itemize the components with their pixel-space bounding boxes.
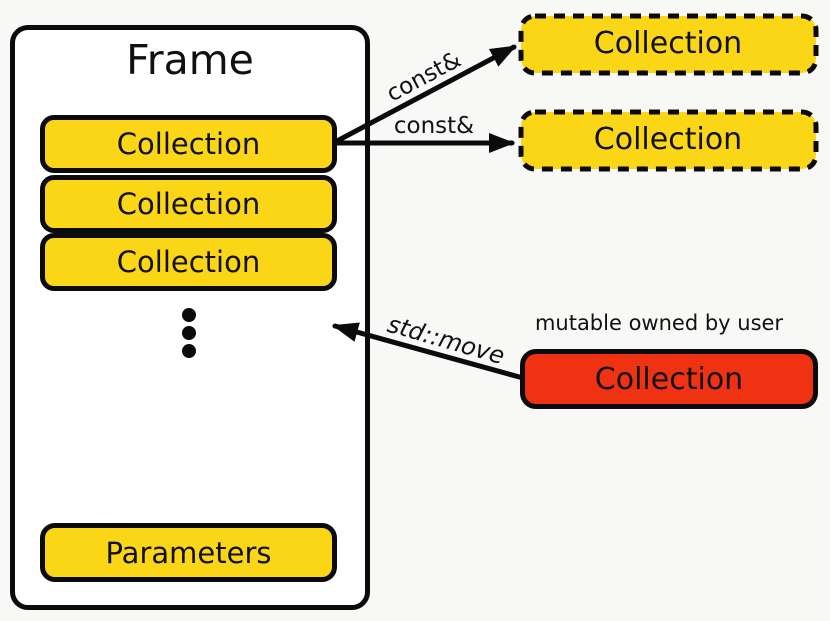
collection-label: Collection — [116, 187, 261, 221]
collection-label: Collection — [594, 361, 744, 397]
mutable-caption: mutable owned by user — [534, 311, 784, 335]
frame-collection-box: Collection — [40, 233, 337, 291]
frame-title: Frame — [126, 36, 254, 84]
const-ref-label-2: const& — [393, 113, 475, 139]
frame-collection-box: Collection — [40, 175, 337, 233]
user-collection-box: Collection — [520, 349, 818, 409]
collection-label: Collection — [116, 245, 261, 279]
parameters-box: Parameters — [40, 523, 337, 582]
parameters-label: Parameters — [105, 535, 272, 570]
frame-collection-box: Collection — [40, 115, 337, 173]
borrowed-collection-label: Collection — [593, 25, 743, 61]
borrowed-collection-label: Collection — [593, 121, 743, 157]
const-ref-label-1: const& — [382, 46, 466, 108]
collection-label: Collection — [116, 127, 261, 161]
move-label: std::move — [384, 309, 508, 371]
